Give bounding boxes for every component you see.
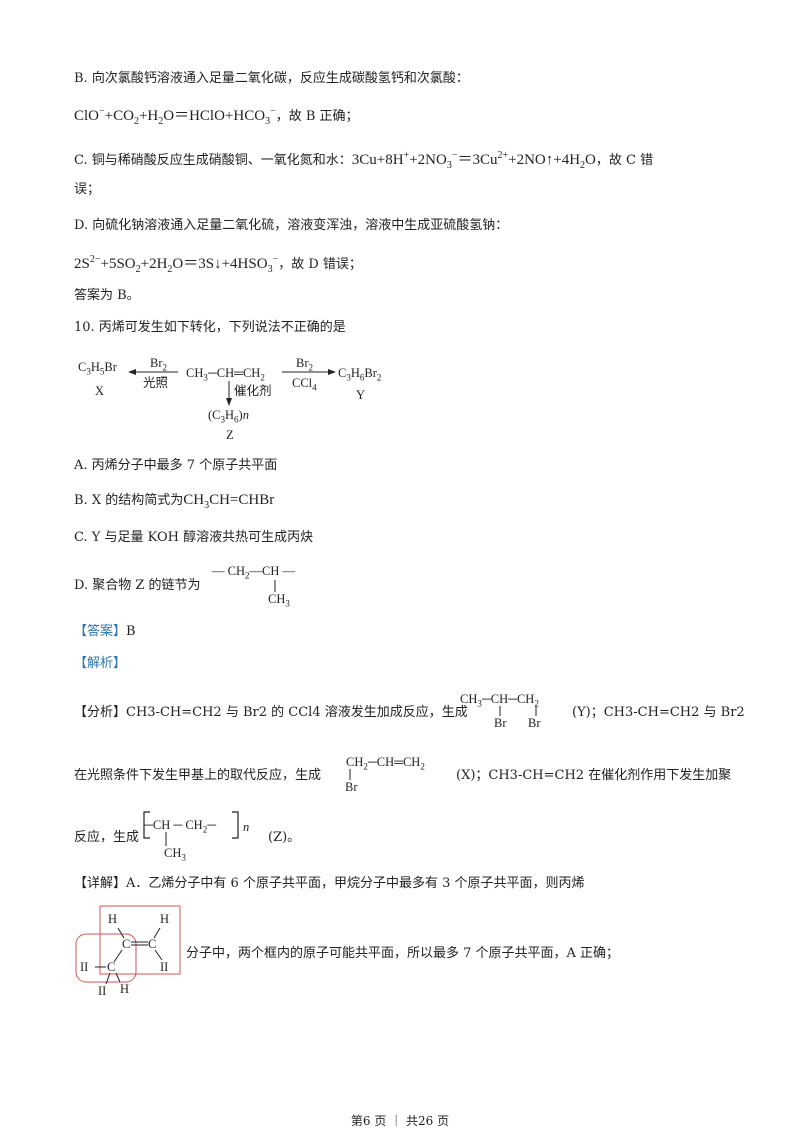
equation-d: 2S2−+5SO2+2H2O＝3S↓+4HSO3− — [74, 254, 279, 275]
analysis-label: 【解析】 — [74, 656, 127, 671]
option-b-formula: CH3CH=CHBr — [183, 492, 275, 511]
equation-c: 3Cu+8H++2NO3−＝3Cu2++2NO↑+4H2O — [351, 150, 596, 171]
option-b-line: B. X 的结构简式为CH3CH=CHBr — [74, 490, 274, 516]
option-d-text: D. 向硫化钠溶液通入足量二氧化硫，溶液变浑浊，溶液中生成亚硫酸氢钠： — [74, 218, 509, 233]
reagent-left-bottom: 光照 — [143, 376, 169, 390]
analysis-line-2b: (X)；CH3-CH=CH2 在催化剂作用下发生加聚 — [456, 768, 732, 783]
analysis-line-2: 在光照条件下发生甲基上的取代反应，生成 — [74, 768, 322, 783]
explanation-label: 【详解】 — [74, 876, 127, 891]
option-c-text: C. 铜与稀硝酸反应生成硝酸铜、一氧化氮和水： — [74, 153, 352, 168]
label-y: Y — [356, 388, 366, 402]
product-z: (C3H6)n — [208, 408, 249, 425]
equation-b: ClO−+CO2+H2O＝HClO+HCO3− — [74, 106, 276, 127]
propene: CH3─CH═CH2 — [186, 366, 265, 383]
previous-answer: 答案为 B。 — [74, 288, 140, 303]
reagent-left-top: Br2 — [150, 356, 167, 373]
reagent-right-top: Br2 — [296, 356, 313, 373]
analysis-label-inline: 【分析】 — [74, 705, 127, 720]
option-c: C. Y 与足量 KOH 醇溶液共热可生成丙炔 — [74, 530, 314, 545]
option-c-wrap: 误； — [74, 182, 101, 197]
label-z: Z — [226, 428, 234, 442]
page-footer: 第6 页 ｜ 共26 页 — [350, 1114, 450, 1128]
explanation-line: 【详解】A．乙烯分子中有 6 个原子共平面，甲烷分子中最多有 3 个原子共平面，… — [74, 876, 585, 891]
verdict-c: ，故 C 错 — [595, 153, 654, 168]
catalyst: 催化剂 — [234, 384, 272, 398]
label-x: X — [95, 384, 105, 398]
equation-b-line: ClO−+CO2+H2O＝HClO+HCO3−，故 B 正确； — [74, 102, 359, 132]
analysis-line-3: 反应，生成 — [74, 830, 140, 845]
option-a: A. 丙烯分子中最多 7 个原子共平面 — [74, 458, 278, 473]
option-c-line: C. 铜与稀硝酸反应生成硝酸铜、一氧化氮和水：3Cu+8H++2NO3−＝3Cu… — [74, 146, 653, 176]
product-x: C3H5Br — [78, 360, 117, 377]
analysis-line-1b: (Y)；CH3-CH=CH2 与 Br2 — [572, 705, 745, 720]
answer-label: 【答案】 — [74, 624, 127, 639]
explanation-line-2: 分子中，两个框内的原子可能共平面，所以最多 7 个原子共平面，A 正确； — [186, 946, 620, 961]
analysis-line-3b: (Z)。 — [268, 830, 301, 845]
verdict-d: ，故 D 错误； — [278, 257, 362, 272]
option-b-text: B. 向次氯酸钙溶液通入足量二氧化碳，反应生成碳酸氢钙和次氯酸： — [74, 71, 469, 86]
reagent-right-bottom: CCl4 — [292, 376, 317, 393]
answer-line: 【答案】B — [74, 622, 136, 642]
option-d: D. 聚合物 Z 的链节为 — [74, 578, 201, 593]
question-10-stem: 10. 丙烯可发生如下转化，下列说法不正确的是 — [74, 320, 346, 335]
option-b-prefix: B. X 的结构简式为 — [74, 493, 184, 508]
analysis-line-1: 【分析】CH3-CH=CH2 与 Br2 的 CCl4 溶液发生加成反应，生成 — [74, 705, 468, 720]
answer-value: B — [126, 624, 136, 639]
verdict-b: ，故 B 正确； — [275, 109, 359, 124]
equation-d-line: 2S2−+5SO2+2H2O＝3S↓+4HSO3−，故 D 错误； — [74, 250, 362, 280]
product-y: C3H6Br2 — [338, 366, 382, 383]
